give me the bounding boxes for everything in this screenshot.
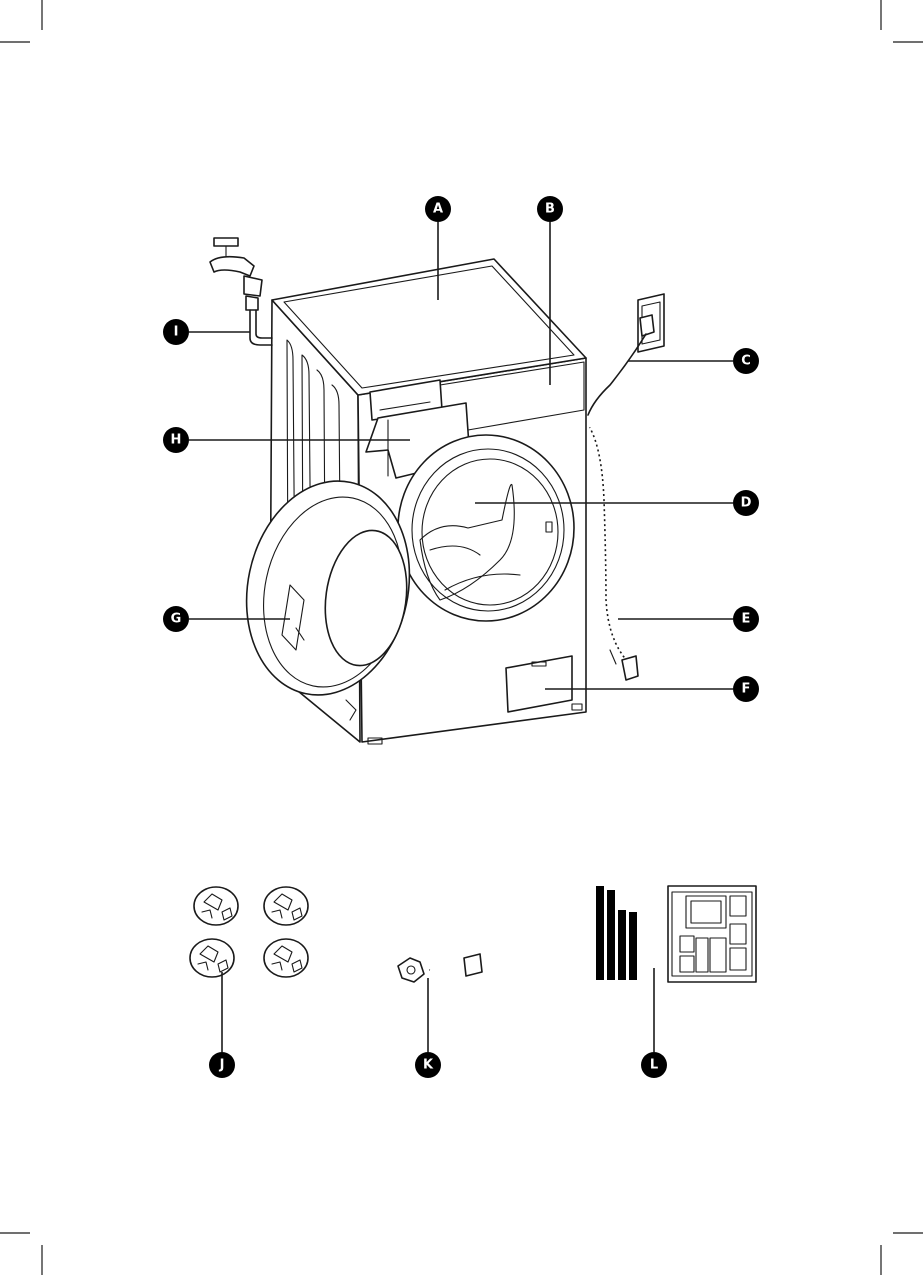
callout-label: C — [741, 354, 751, 369]
callout-label: F — [742, 682, 751, 697]
callout-D: D — [733, 490, 759, 516]
drain-hose — [590, 428, 638, 680]
callout-A: A — [425, 196, 451, 222]
water-tap-and-inlet-hose — [210, 238, 272, 345]
callout-E: E — [733, 606, 759, 632]
callout-B: B — [537, 196, 563, 222]
callout-label: J — [219, 1058, 225, 1073]
callout-label: G — [171, 612, 182, 627]
callout-I: I — [163, 319, 189, 345]
callout-J: J — [209, 1052, 235, 1078]
callout-label: E — [742, 612, 751, 627]
callout-label: A — [433, 202, 443, 217]
callout-label: B — [545, 202, 555, 217]
inlet-hose-coil — [374, 882, 482, 982]
callout-C: C — [733, 348, 759, 374]
callout-label: H — [171, 433, 182, 448]
power-socket-and-plug — [588, 294, 664, 415]
callout-G: G — [163, 606, 189, 632]
callout-L: L — [641, 1052, 667, 1078]
callout-label: I — [174, 325, 179, 340]
callout-H: H — [163, 427, 189, 453]
washing-machine — [227, 259, 586, 744]
callout-K: K — [415, 1052, 441, 1078]
callout-label: D — [741, 496, 752, 511]
transport-caps — [190, 887, 308, 977]
callout-F: F — [733, 676, 759, 702]
callout-label: K — [423, 1058, 434, 1073]
documentation-set — [596, 886, 756, 982]
callout-label: L — [650, 1058, 658, 1073]
